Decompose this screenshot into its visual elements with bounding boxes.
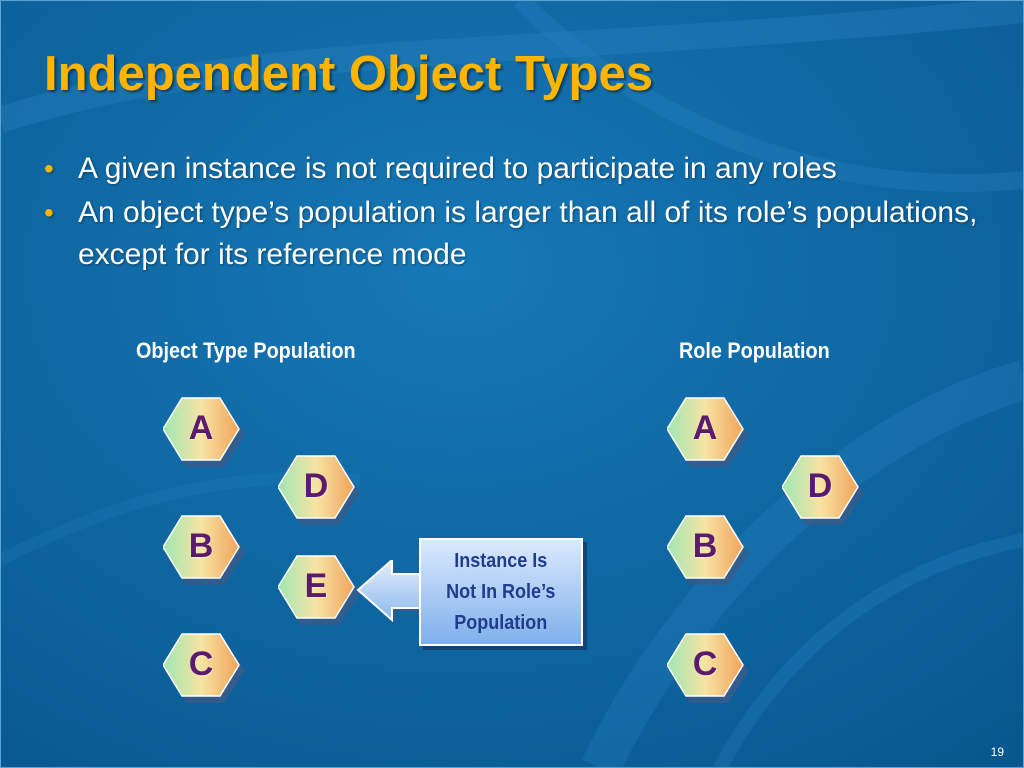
hexagon-icon: [278, 555, 360, 625]
object-type-instance-e: E: [278, 554, 362, 626]
instance-letter: A: [692, 408, 718, 447]
hexagon-icon: [782, 455, 864, 525]
bullet-text: A given instance is not required to part…: [78, 152, 837, 185]
role-instance-c: C: [667, 632, 751, 704]
role-instance-d: D: [782, 454, 866, 526]
instance-letter: D: [303, 466, 329, 505]
bullet-item: • A given instance is not required to pa…: [44, 148, 1004, 190]
instance-letter: E: [304, 566, 328, 605]
hexagon-icon: [163, 633, 245, 703]
bullet-list: • A given instance is not required to pa…: [44, 148, 1004, 278]
hexagon-icon: [163, 397, 245, 467]
bullet-dot-icon: •: [44, 153, 54, 184]
instance-letter: B: [692, 526, 718, 565]
callout-arrow-icon: [356, 560, 428, 624]
instance-letter: C: [188, 644, 214, 683]
callout-box: Instance Is Not In Role’s Population: [419, 538, 583, 646]
role-instance-b: B: [667, 514, 751, 586]
hexagon-icon: [278, 455, 360, 525]
object-type-instance-b: B: [163, 514, 247, 586]
object-type-instance-a: A: [163, 396, 247, 468]
instance-letter: D: [807, 466, 833, 505]
object-type-instance-d: D: [278, 454, 362, 526]
page-number: 19: [990, 745, 1004, 759]
bullet-item: • An object type’s population is larger …: [44, 192, 1004, 276]
instance-letter: B: [188, 526, 214, 565]
object-type-instance-c: C: [163, 632, 247, 704]
object-type-population-label: Object Type Population: [136, 338, 356, 363]
hexagon-icon: [667, 397, 749, 467]
hexagon-icon: [667, 633, 749, 703]
instance-letter: C: [692, 644, 718, 683]
bullet-dot-icon: •: [44, 197, 54, 228]
role-instance-a: A: [667, 396, 751, 468]
instance-letter: A: [188, 408, 214, 447]
hexagon-icon: [667, 515, 749, 585]
role-population-label: Role Population: [679, 338, 830, 363]
hexagon-icon: [163, 515, 245, 585]
callout-text: Instance Is Not In Role’s Population: [446, 549, 556, 634]
slide-title: Independent Object Types: [44, 47, 653, 101]
bullet-text: An object type’s population is larger th…: [78, 196, 978, 271]
